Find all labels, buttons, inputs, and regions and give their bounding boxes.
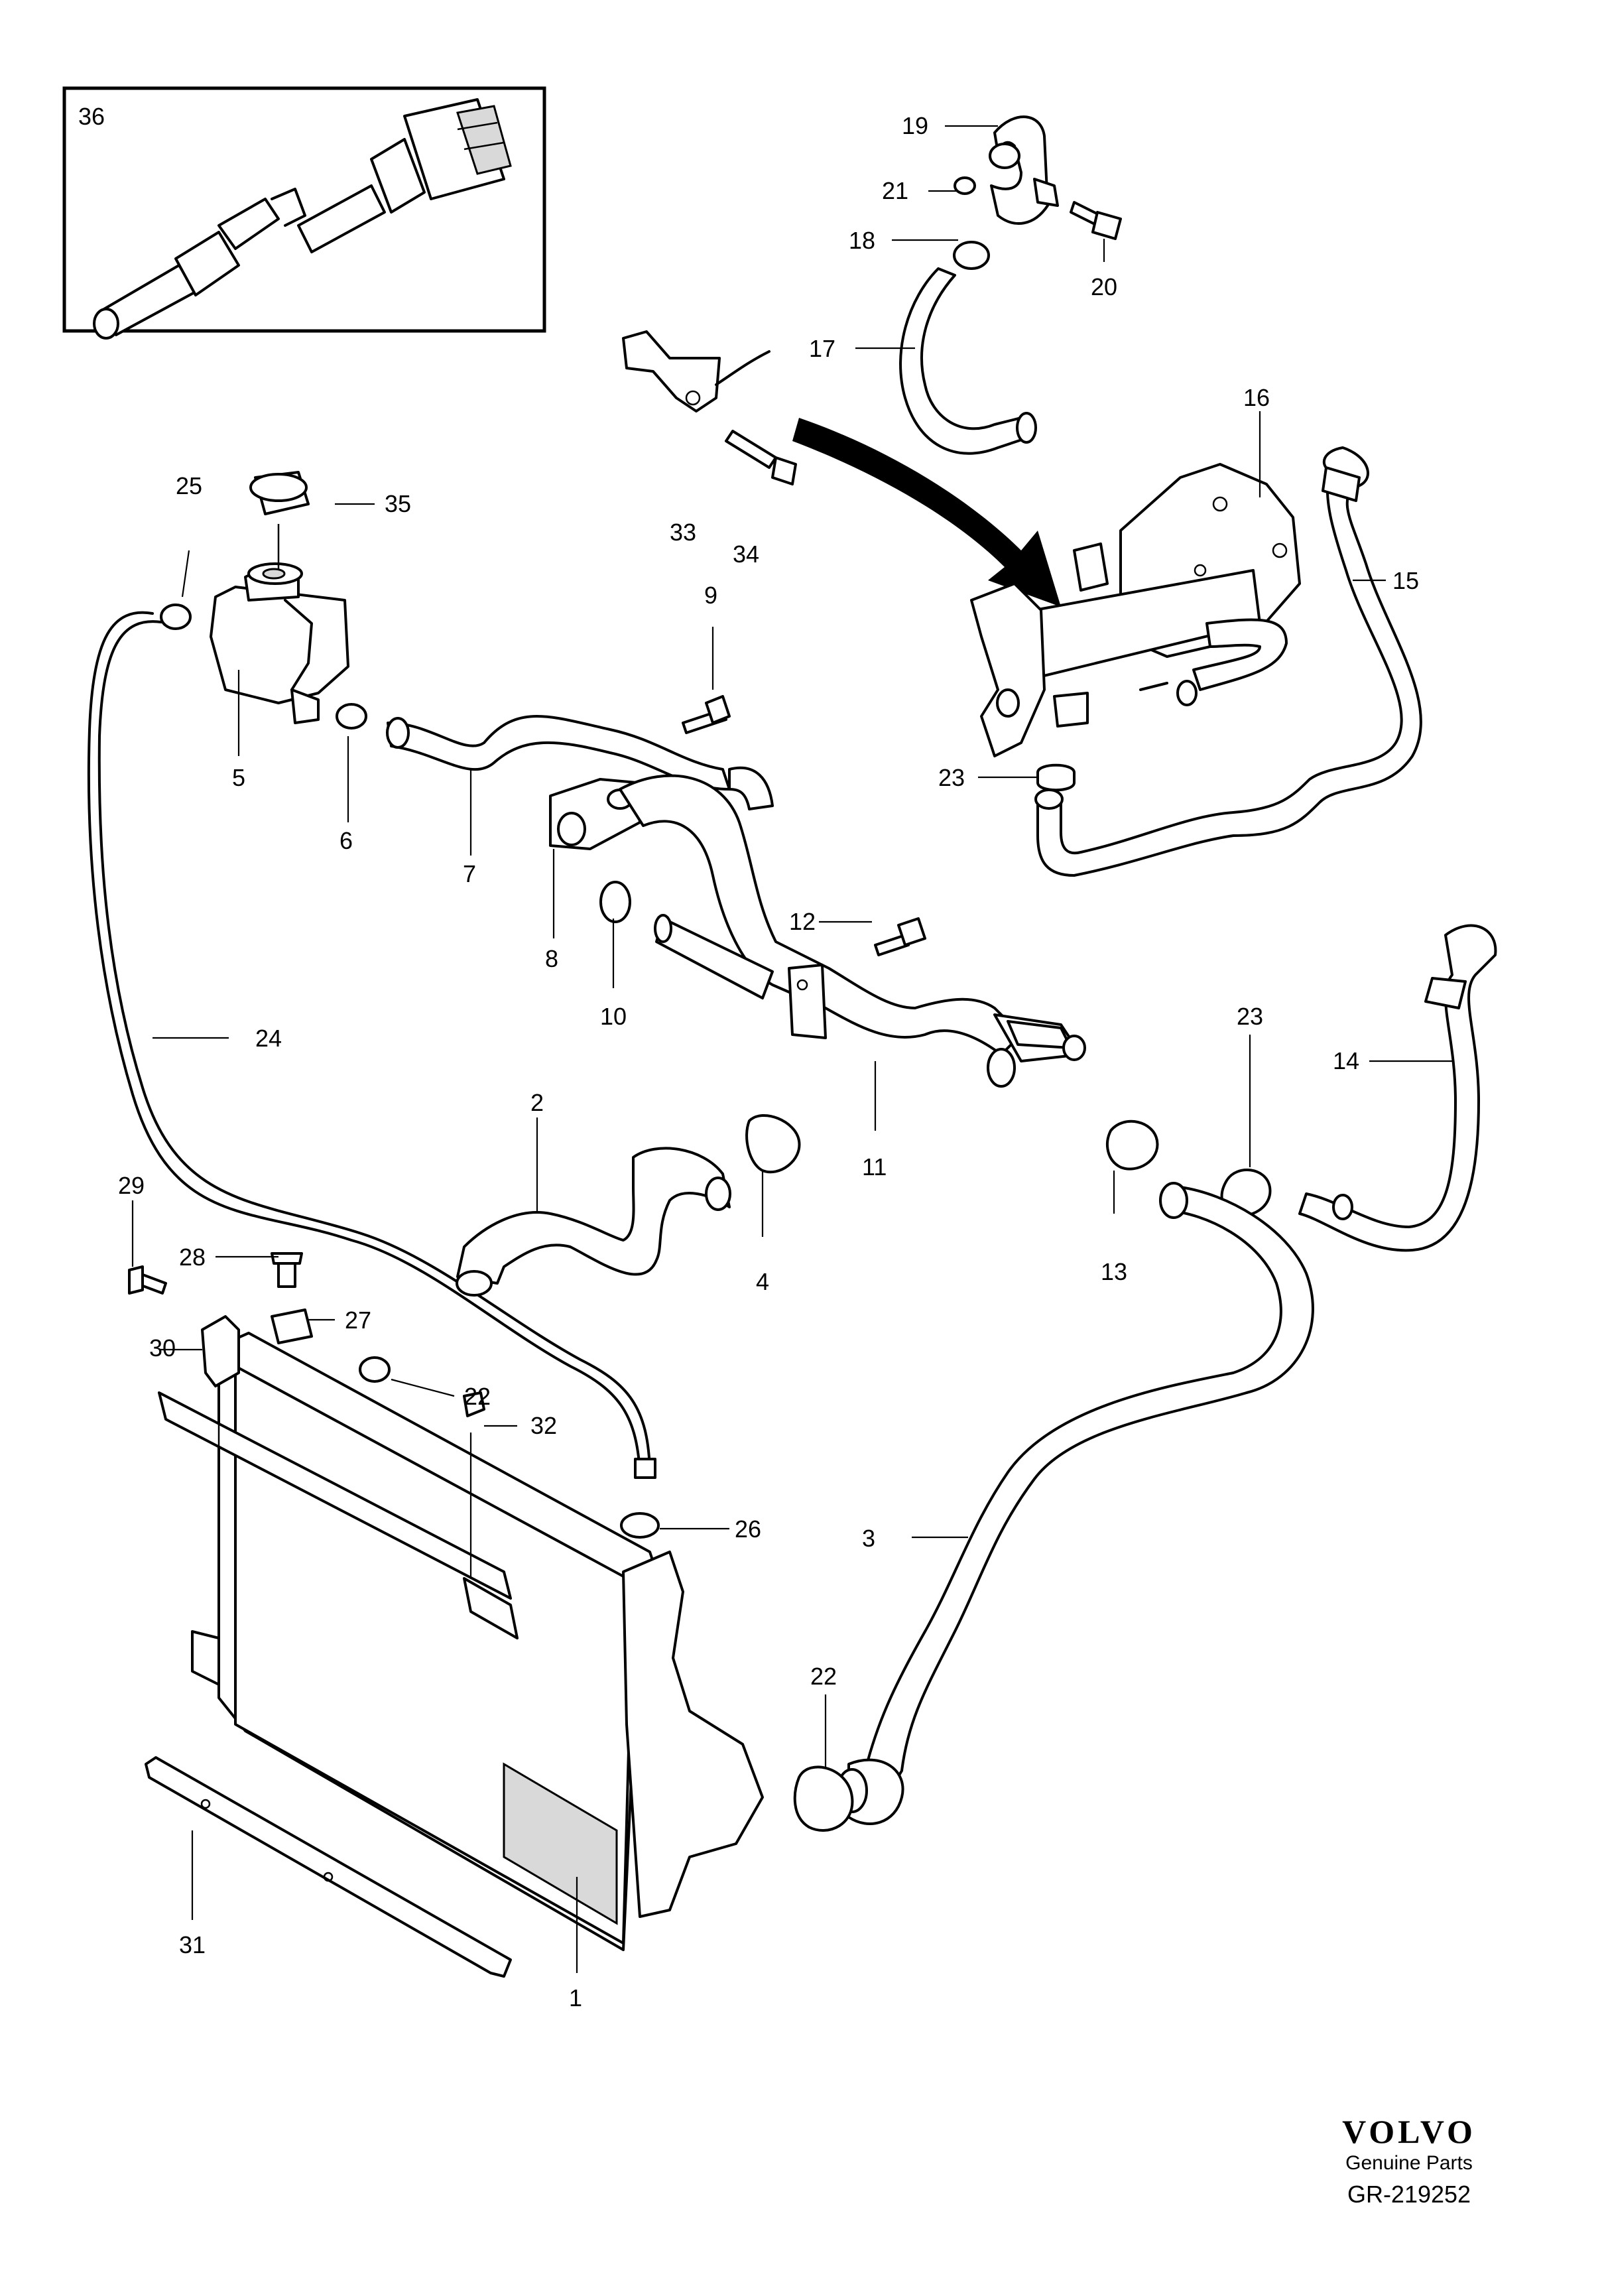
label-16: 16 [1243,384,1270,411]
label-22-upper: 22 [464,1383,491,1410]
label-10: 10 [600,1003,627,1030]
label-2: 2 [530,1089,544,1116]
label-1: 1 [569,1984,582,2011]
volvo-logo: VOLVO [1342,2113,1476,2150]
brand-tagline: Genuine Parts [1345,2152,1473,2174]
bolt-12 [874,917,926,956]
label-3: 3 [862,1525,875,1552]
label-6: 6 [339,827,353,854]
egr-cooler-16 [970,463,1301,757]
label-8: 8 [545,945,558,972]
bolt-20 [1070,201,1122,240]
label-25: 25 [176,472,202,499]
label-14: 14 [1333,1047,1359,1074]
bolt-34 [725,430,797,485]
figure-code: GR-219252 [1347,2181,1471,2208]
bolt-29 [128,1265,167,1295]
radiator-1 [158,1332,764,1951]
label-23-upper: 23 [938,764,965,791]
label-31: 31 [179,1931,206,1958]
label-17: 17 [809,335,835,362]
label-32: 32 [530,1412,557,1439]
label-33: 33 [670,519,696,546]
hose-15 [1034,446,1422,877]
clamp-26 [620,1512,660,1539]
direction-arrow [792,418,1061,607]
label-34: 34 [733,541,759,568]
pipe-19 [989,115,1059,225]
label-27: 27 [345,1307,371,1334]
label-36: 36 [78,103,105,130]
bolt-28 [271,1252,303,1288]
leader-lines [131,125,1452,1973]
label-30: 30 [149,1334,176,1362]
label-24: 24 [255,1025,282,1052]
label-12: 12 [789,908,816,935]
label-22-lower: 22 [810,1663,837,1690]
label-5: 5 [232,764,245,791]
label-21: 21 [882,177,908,204]
bracket-30 [201,1315,240,1387]
hose-3 [836,1182,1314,1825]
sensor-inset [62,86,546,340]
clamp-4 [745,1114,801,1174]
bracket-33 [622,330,770,413]
callout-labels: 36 19 21 18 20 17 16 15 25 35 33 34 9 5 … [78,103,1419,2011]
hose-17 [899,267,1037,455]
label-13: 13 [1101,1258,1127,1285]
label-18: 18 [849,227,875,254]
label-19: 19 [902,112,928,139]
clip-27 [271,1308,313,1344]
clamp-13 [1106,1119,1159,1171]
expansion-tank-group [160,471,367,730]
label-20: 20 [1091,273,1117,300]
clip-32 [463,1391,485,1417]
label-9: 9 [704,582,717,609]
bracket-31 [145,1756,512,1978]
clamp-22-lower [793,1765,854,1832]
label-4: 4 [756,1268,769,1295]
label-23-lower: 23 [1237,1003,1263,1030]
o-ring-21 [954,176,976,195]
label-29: 29 [118,1172,145,1199]
label-26: 26 [735,1515,761,1543]
label-7: 7 [463,860,476,887]
clamp-23-upper [1036,763,1076,792]
bolt-9 [682,695,731,734]
hose-14 [1298,924,1497,1252]
clamp-18 [953,241,990,270]
label-15: 15 [1392,567,1419,594]
hose-2 [456,1147,731,1297]
label-28: 28 [179,1244,206,1271]
clamp-22-upper [359,1356,391,1383]
hose-24 [87,611,641,1474]
label-35: 35 [385,490,411,517]
label-11: 11 [862,1153,887,1180]
